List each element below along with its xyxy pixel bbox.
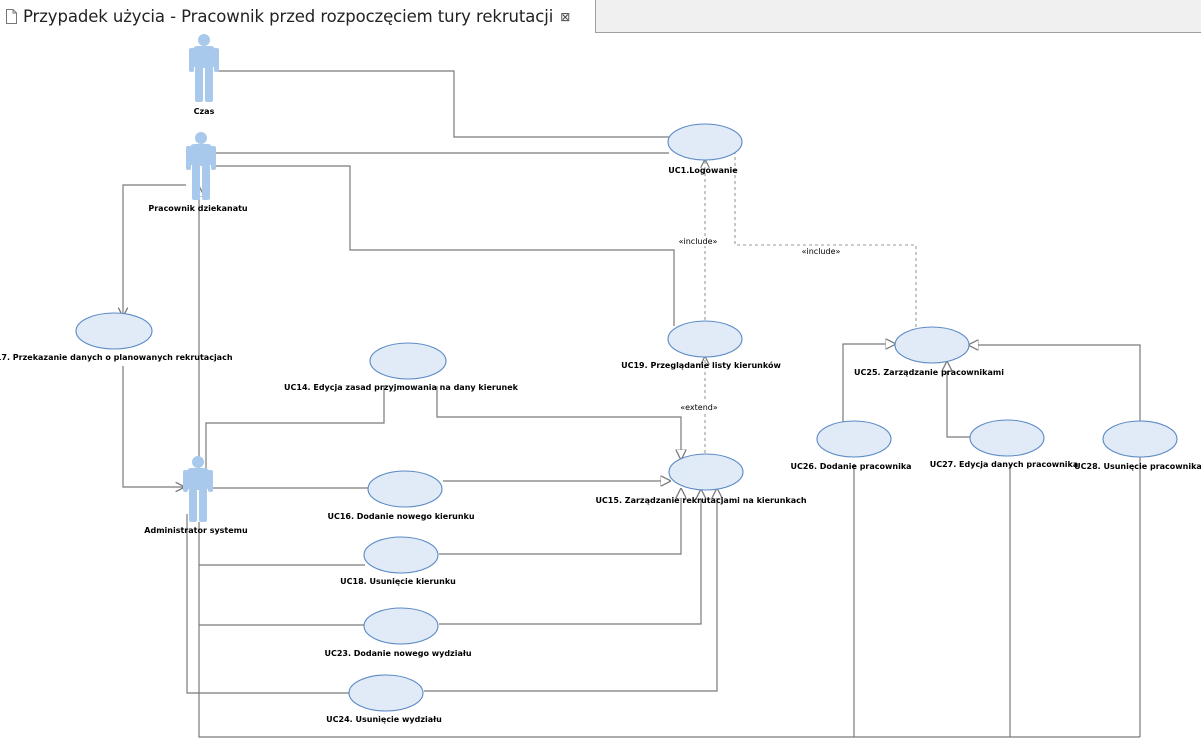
include-uc25-uc1 (735, 140, 917, 327)
usecase-label: UC23. Dodanie nowego wydziału (324, 649, 471, 658)
usecase-uc25[interactable]: UC25. Zarządzanie pracownikami (854, 326, 1004, 377)
usecase-uc24[interactable]: UC24. Usunięcie wydziału (326, 674, 442, 724)
usecase-label: UC27. Edycja danych pracownika (930, 460, 1079, 469)
usecase-label: UC28. Usunięcie pracownika (1074, 462, 1201, 471)
link-admin-bottom (198, 625, 1140, 738)
usecase-uc19[interactable]: UC19. Przeglądanie listy kierunków (621, 320, 781, 370)
dependency-lines (705, 140, 917, 453)
link-uc17-admin (122, 366, 184, 487)
actor-pracownik-dziekanatu[interactable]: Pracownik dziekanatu (148, 132, 248, 213)
link-pracownik-uc19 (213, 165, 675, 326)
usecase-uc17[interactable]: UC17. Przekazanie danych o planowanych r… (0, 312, 233, 362)
usecase-label: UC1.Logowanie (668, 166, 738, 175)
stereotype-extend: «extend» (680, 403, 718, 412)
link-czas-uc1 (217, 70, 669, 138)
close-icon[interactable]: ⊠ (560, 9, 571, 24)
actor-label: Administrator systemu (144, 526, 248, 535)
usecase-label: UC18. Usunięcie kierunku (340, 577, 456, 586)
actor-figure-icon (186, 132, 216, 200)
usecase-label: UC15. Zarządzanie rekrutacjami na kierun… (595, 496, 806, 505)
usecase-label: UC16. Dodanie nowego kierunku (327, 512, 474, 521)
usecase-uc18[interactable]: UC18. Usunięcie kierunku (340, 536, 456, 586)
stereotype-include-a: «include» (679, 237, 718, 246)
usecase-label: UC14. Edycja zasad przyjmowania na dany … (284, 383, 519, 392)
usecase-uc15[interactable]: UC15. Zarządzanie rekrutacjami na kierun… (595, 453, 807, 505)
link-admin-uc14 (205, 386, 385, 474)
document-icon (6, 9, 17, 24)
link-uc14-uc15 (436, 386, 681, 459)
usecase-uc27[interactable]: UC27. Edycja danych pracownika (930, 419, 1079, 469)
usecase-label: UC25. Zarządzanie pracownikami (854, 368, 1004, 377)
link-uc23-uc15 (439, 490, 701, 625)
link-uc26-uc25 (842, 344, 895, 423)
link-uc18-uc15 (439, 489, 681, 555)
actor-label: Pracownik dziekanatu (148, 204, 248, 213)
usecase-label: UC26. Dodanie pracownika (790, 462, 911, 471)
usecase-uc1[interactable]: UC1.Logowanie (667, 123, 743, 175)
tab-title: Przypadek użycia - Pracownik przed rozpo… (23, 7, 554, 26)
diagram-canvas: Czas Pracownik dziekanatu Administrator … (0, 34, 1201, 738)
link-uc28-uc25 (969, 345, 1141, 423)
usecase-label: UC19. Przeglądanie listy kierunków (621, 360, 781, 370)
usecase-label: UC24. Usunięcie wydziału (326, 715, 442, 724)
link-uc27-uc25 (947, 362, 970, 438)
actor-figure-icon (183, 456, 213, 522)
link-uc24-uc15 (424, 489, 717, 692)
link-pracownik-uc17 (123, 184, 186, 316)
usecase-uc23[interactable]: UC23. Dodanie nowego wydziału (324, 607, 472, 658)
stereotype-bg (680, 402, 718, 412)
usecase-uc28[interactable]: UC28. Usunięcie pracownika (1074, 420, 1201, 471)
editor-tab[interactable]: Przypadek użycia - Pracownik przed rozpo… (0, 0, 596, 33)
usecase-uc14[interactable]: UC14. Edycja zasad przyjmowania na dany … (284, 342, 519, 392)
actor-administrator-systemu[interactable]: Administrator systemu (144, 456, 248, 535)
link-admin-uc23 (198, 565, 365, 626)
usecase-uc16[interactable]: UC16. Dodanie nowego kierunku (327, 470, 475, 521)
stereotype-bg (801, 246, 841, 256)
stereotype-bg (678, 236, 718, 246)
usecase-uc26[interactable]: UC26. Dodanie pracownika (790, 420, 912, 471)
link-admin-uc24 (186, 514, 350, 694)
actor-czas[interactable]: Czas (189, 34, 219, 116)
usecase-label: UC17. Przekazanie danych o planowanych r… (0, 353, 233, 362)
editor-tab-bar: Przypadek użycia - Pracownik przed rozpo… (0, 0, 1201, 33)
association-lines (122, 70, 1141, 738)
stereotype-include-b: «include» (802, 247, 841, 256)
actor-label: Czas (194, 107, 215, 116)
actor-figure-icon (189, 34, 219, 102)
